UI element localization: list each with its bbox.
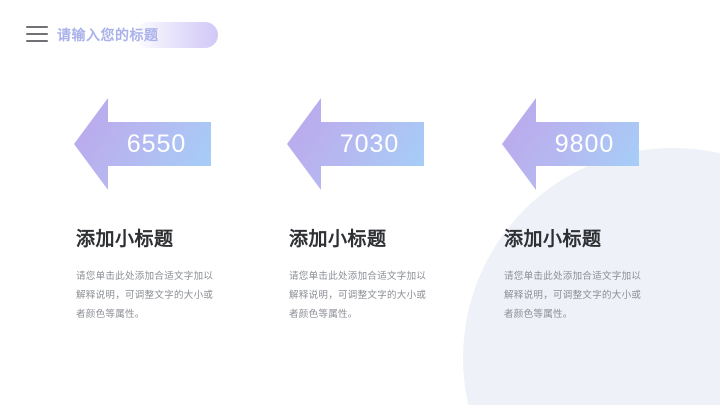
column-body-3: 请您单击此处添加合适文字加以解释说明，可调整文字的大小或者颜色等属性。 <box>504 271 642 320</box>
stat-column-2: 7030 添加小标题 请您单击此处添加合适文字加以解释说明，可调整文字的大小或者… <box>275 96 465 324</box>
column-heading-3: 添加小标题 <box>504 229 602 250</box>
slide-header: 请输入您的标题 <box>0 0 720 70</box>
hamburger-menu-icon[interactable] <box>26 26 48 42</box>
title-group: 请输入您的标题 <box>57 22 218 48</box>
column-body-2: 请您单击此处添加合适文字加以解释说明，可调整文字的大小或者颜色等属性。 <box>289 271 427 320</box>
hamburger-bar-1 <box>26 26 48 28</box>
hamburger-bar-3 <box>26 40 48 42</box>
column-body-1: 请您单击此处添加合适文字加以解释说明，可调整文字的大小或者颜色等属性。 <box>76 271 214 320</box>
arrow-left-shape <box>287 98 424 190</box>
arrow-left-shape <box>74 98 211 190</box>
stat-column-3: 9800 添加小标题 请您单击此处添加合适文字加以解释说明，可调整文字的大小或者… <box>490 96 680 324</box>
arrow-banner-1: 6550 <box>72 96 227 192</box>
hamburger-bar-2 <box>26 33 48 35</box>
page-title: 请输入您的标题 <box>57 27 159 43</box>
column-heading-2: 添加小标题 <box>289 229 387 250</box>
column-heading-1: 添加小标题 <box>76 229 174 250</box>
stat-column-1: 6550 添加小标题 请您单击此处添加合适文字加以解释说明，可调整文字的大小或者… <box>62 96 252 324</box>
arrow-banner-3: 9800 <box>500 96 655 192</box>
title-gradient-pill <box>135 22 218 48</box>
arrow-left-shape <box>502 98 639 190</box>
arrow-banner-2: 7030 <box>285 96 440 192</box>
